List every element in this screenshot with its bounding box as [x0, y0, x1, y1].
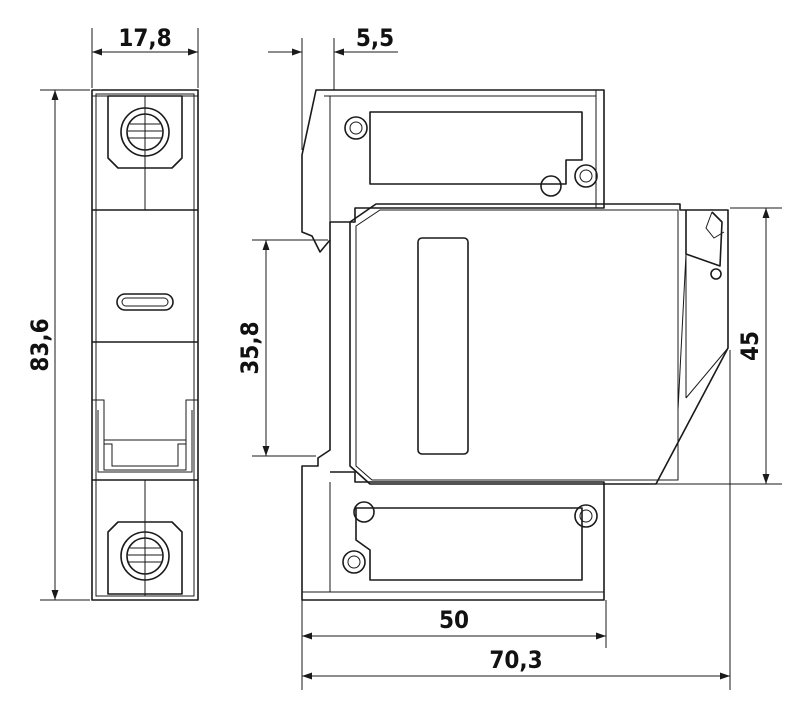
- dim-front-width-label: 17,8: [118, 24, 171, 52]
- dim-module-height-label: 45: [736, 331, 764, 361]
- side-view: [301, 89, 729, 601]
- dim-rail-height: 35,8: [236, 239, 328, 457]
- main-housing: [349, 203, 729, 485]
- lower-left-screw-icon: [347, 555, 361, 569]
- dim-base-depth-label: 50: [439, 606, 469, 634]
- indicator-window: [417, 237, 469, 455]
- top-terminal: [92, 95, 198, 210]
- upper-terminal-window: [344, 111, 598, 197]
- dim-rail-height-label: 35,8: [236, 321, 264, 374]
- dim-total-depth-label: 70,3: [489, 646, 542, 674]
- din-clip: [301, 89, 605, 253]
- upper-mid-screw-icon: [540, 175, 562, 197]
- bottom-terminal-screw-icon: [126, 537, 164, 575]
- dim-front-height-label: 83,6: [26, 318, 54, 371]
- latch-pin-icon: [710, 268, 722, 280]
- upper-right-screw-icon: [579, 169, 593, 183]
- bottom-terminal-screw-ring: [120, 531, 170, 581]
- lower-terminal-window: [342, 501, 598, 581]
- bottom-terminal: [107, 521, 183, 595]
- dim-front-height: 83,6: [26, 89, 90, 601]
- front-view-outline: [91, 89, 199, 601]
- lower-right-screw-icon: [579, 509, 593, 523]
- dim-din-offset: 5,5: [268, 24, 398, 150]
- front-clip: [92, 399, 198, 596]
- lower-mid-screw-icon: [353, 501, 375, 523]
- dim-front-width: 17,8: [91, 24, 199, 88]
- front-indicator-slot: [116, 293, 174, 311]
- dim-module-height: 45: [656, 207, 782, 485]
- front-view: [91, 89, 199, 601]
- dim-total-depth: 70,3: [302, 350, 731, 690]
- dim-din-offset-label: 5,5: [356, 24, 394, 52]
- upper-left-screw-icon: [349, 121, 363, 135]
